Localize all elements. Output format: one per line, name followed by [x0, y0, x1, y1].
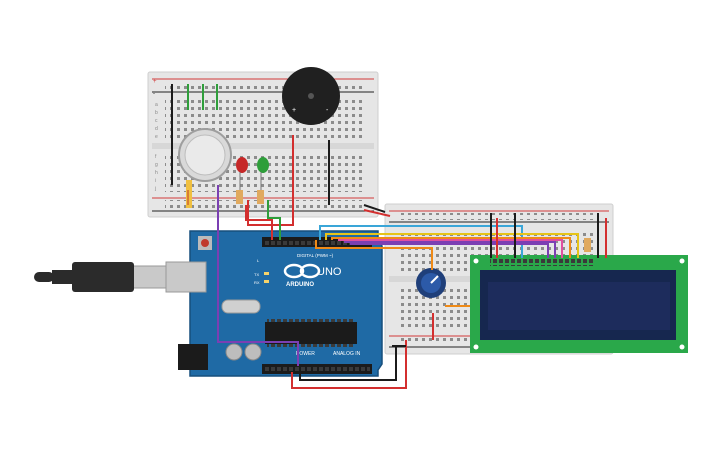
- lcd-screen: [488, 282, 670, 330]
- power-jack: [178, 344, 208, 370]
- rail-plus-label: +: [153, 79, 157, 85]
- wires-top[interactable]: [171, 84, 330, 226]
- board-model-label: UNO: [317, 266, 342, 278]
- row-label-e: e: [155, 134, 158, 140]
- rail-minus-label: -: [153, 91, 155, 97]
- led-red[interactable]: [236, 157, 248, 204]
- buzzer-plus-label: +: [292, 107, 296, 114]
- buzzer[interactable]: + -: [282, 67, 340, 125]
- row-label-d: d: [155, 126, 158, 132]
- reset-button-cap[interactable]: [201, 239, 209, 247]
- crystal: [221, 299, 261, 314]
- gas-sensor[interactable]: [178, 128, 232, 208]
- power-label: POWER: [296, 351, 315, 357]
- capacitor-2: [244, 343, 262, 361]
- atmega-chip: [265, 322, 357, 344]
- brand-label: ARDUINO: [286, 282, 314, 288]
- buzzer-minus-label: -: [326, 107, 329, 114]
- row-label-f: f: [155, 154, 157, 160]
- usb-port: [165, 261, 207, 293]
- row-label-h: h: [155, 170, 158, 176]
- row-label-g: g: [155, 162, 158, 168]
- wires-connect[interactable]: [217, 185, 607, 389]
- l-label: L: [257, 258, 260, 263]
- arduino-uno-board[interactable]: UNO ARDUINO DIGITAL (PWM ~) POWER ANALOG…: [165, 230, 383, 377]
- arduino-logo-icon: [283, 263, 321, 279]
- tx-label: TX: [254, 272, 259, 277]
- potentiometer[interactable]: [416, 268, 446, 298]
- analog-label: ANALOG IN: [333, 351, 361, 357]
- lcd-display[interactable]: [470, 255, 688, 353]
- rx-label: RX: [254, 280, 260, 285]
- usb-cable[interactable]: [34, 262, 167, 292]
- row-label-c: c: [155, 118, 158, 124]
- row-label-j: j: [154, 186, 156, 192]
- digital-label: DIGITAL (PWM ~): [297, 253, 334, 258]
- row-label-a: a: [155, 102, 158, 108]
- capacitor-1: [225, 343, 243, 361]
- led-green[interactable]: [257, 157, 269, 204]
- row-label-i: i: [155, 178, 156, 184]
- row-label-b: b: [155, 110, 158, 116]
